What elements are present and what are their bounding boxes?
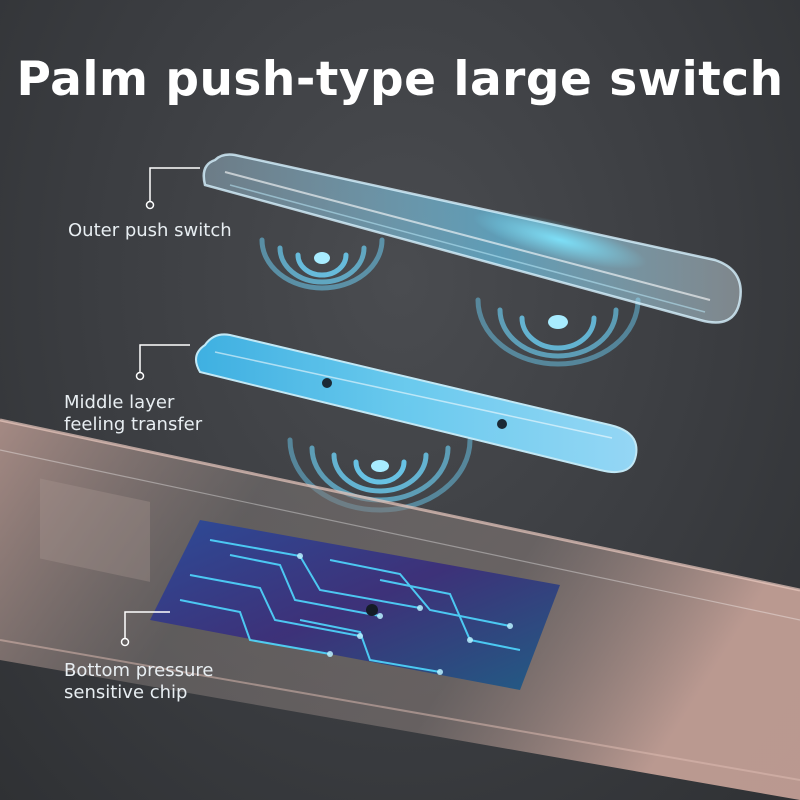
callout-middle xyxy=(135,344,190,381)
label-middle-line2: feeling transfer xyxy=(64,414,203,435)
label-outer-push-switch: Outer push switch xyxy=(68,220,232,242)
label-bottom-chip: Bottom pressure sensitive chip xyxy=(64,660,214,704)
outer-push-switch xyxy=(202,153,742,324)
callout-outer xyxy=(145,167,200,210)
label-bottom-line2: sensitive chip xyxy=(64,682,188,703)
callout-bottom xyxy=(120,611,170,647)
pressure-wave-right xyxy=(475,297,641,367)
middle-layer-plate xyxy=(195,333,638,474)
label-middle-layer: Middle layer feeling transfer xyxy=(64,392,202,436)
pressure-chip xyxy=(150,520,560,690)
pressure-wave-left xyxy=(259,237,385,291)
label-bottom-line1: Bottom pressure xyxy=(64,660,214,681)
label-middle-line1: Middle layer xyxy=(64,392,175,413)
page-title: Palm push-type large switch xyxy=(16,52,784,107)
label-outer-text: Outer push switch xyxy=(68,220,232,241)
